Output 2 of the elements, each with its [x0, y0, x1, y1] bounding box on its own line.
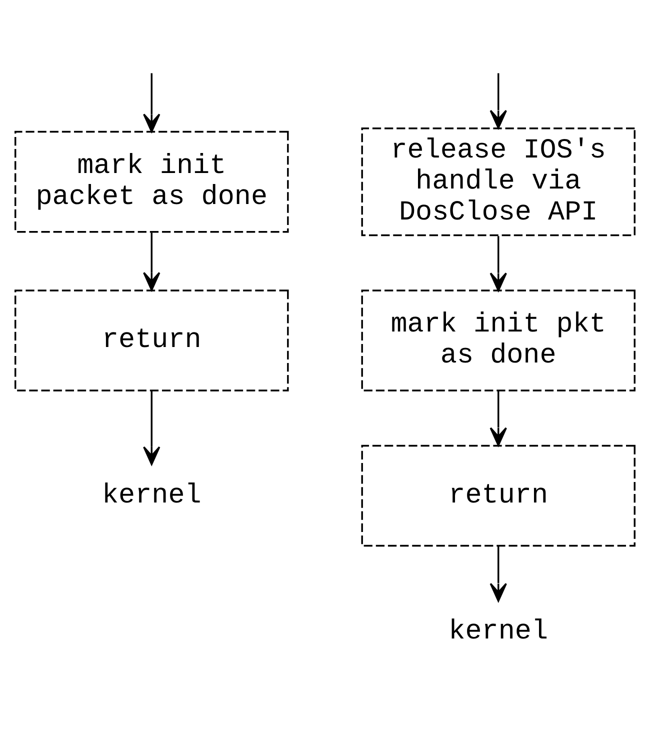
node-text: kernel: [102, 480, 202, 512]
node-text: kernel: [448, 616, 548, 648]
